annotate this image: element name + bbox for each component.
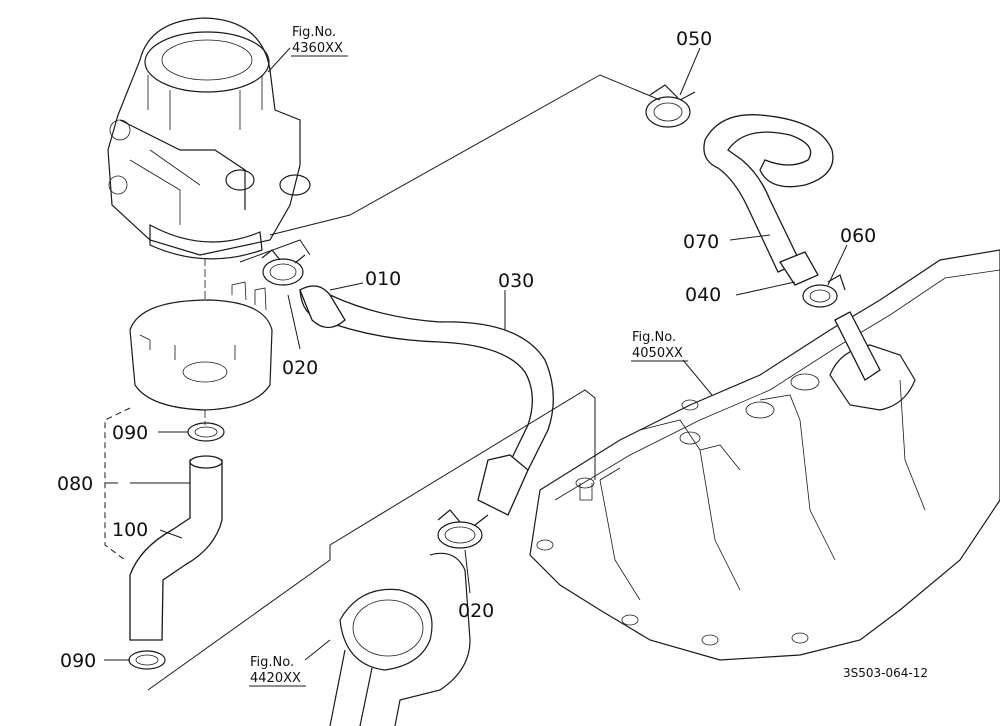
- hose-clamp-020-lower: [437, 509, 489, 549]
- hose-030: [299, 285, 554, 516]
- callout-060: 060: [840, 225, 876, 247]
- head-cover: [529, 249, 1000, 661]
- hose-clamp-060: [802, 274, 846, 308]
- fig-ref-label: Fig.No.: [632, 330, 676, 345]
- fig-ref-4050XX[interactable]: Fig.No. 4050XX: [631, 330, 688, 362]
- hose-clamp-020-upper: [261, 249, 306, 286]
- fig-ref-number: 4050XX: [632, 346, 683, 361]
- callout-070: 070: [683, 231, 719, 253]
- fig-ref-label: Fig.No.: [250, 655, 294, 670]
- fig-ref-number: 4360XX: [292, 41, 343, 56]
- intake-pipe: [329, 552, 471, 726]
- hose-clamp-050: [645, 84, 696, 128]
- reference-lines: [147, 74, 661, 691]
- fig-ref-label: Fig.No.: [292, 25, 336, 40]
- callout-080: 080: [57, 473, 93, 495]
- callout-030: 030: [498, 270, 534, 292]
- fig-ref-4360XX[interactable]: Fig.No. 4360XX: [291, 25, 348, 57]
- fig-ref-number: 4420XX: [250, 671, 301, 686]
- callout-020-upper: 020: [282, 357, 318, 379]
- callout-040: 040: [685, 284, 721, 306]
- callout-050: 050: [676, 28, 712, 50]
- fig-ref-4420XX[interactable]: Fig.No. 4420XX: [249, 655, 306, 687]
- callout-090-lower: 090: [60, 650, 96, 672]
- callout-090-upper: 090: [112, 422, 148, 444]
- callout-020-lower: 020: [458, 600, 494, 622]
- separator-cup: [129, 281, 273, 411]
- hose-070: [703, 114, 834, 286]
- drawing-code: 3S503-064-12: [843, 666, 928, 680]
- callout-010: 010: [365, 268, 401, 290]
- breather-separator: [107, 17, 311, 260]
- callout-leaders: [104, 47, 848, 661]
- callout-100: 100: [112, 519, 148, 541]
- breather-pipe-100: [128, 422, 225, 670]
